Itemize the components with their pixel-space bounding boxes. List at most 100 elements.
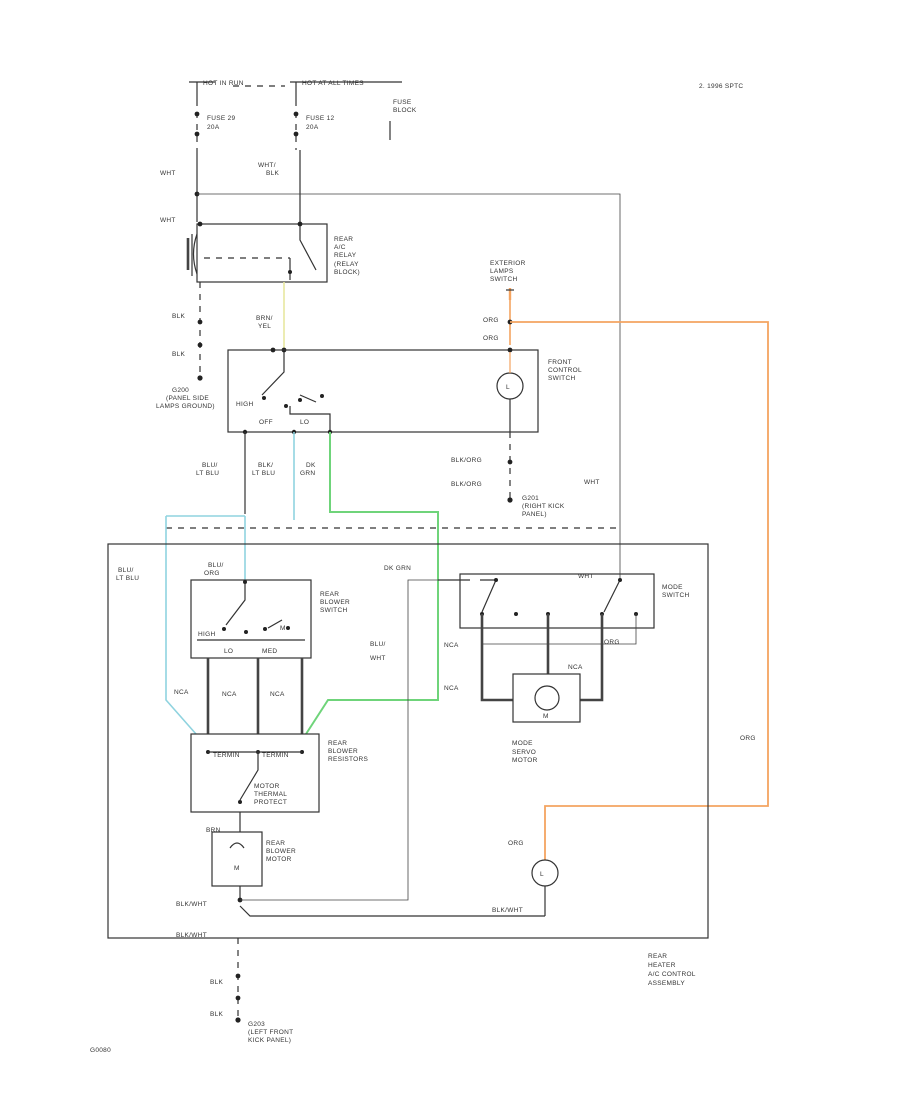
front-control-switch: HIGH OFF LO L FRONT CONTROL SWITCH xyxy=(227,347,582,433)
wire-org-in-label: ORG xyxy=(604,639,620,646)
wire-blk-wht-label-l: BLK/WHT xyxy=(176,901,207,908)
wire-wht-blk-label-1: WHT/ xyxy=(258,162,276,169)
wire-dk-grn-in-label: DK GRN xyxy=(384,565,411,572)
g203-label-2: (LEFT FRONT xyxy=(248,1029,293,1036)
ground-g200-2: (PANEL SIDE xyxy=(166,395,209,402)
wire-blk-g1-label: BLK xyxy=(210,979,224,986)
wire-blu-org-1: BLU/ xyxy=(208,562,224,569)
wire-blk-ltblu-label-2: LT BLU xyxy=(252,470,275,477)
wire-blu-wht-label-2: WHT xyxy=(370,655,386,662)
wire-nca-4 xyxy=(480,614,513,702)
mode-servo-m: M xyxy=(543,713,549,720)
fuse-12-label: FUSE 12 xyxy=(306,115,335,122)
fuse-12: FUSE 12 20A xyxy=(293,100,335,150)
rear-blower-switch: HIGH M LO MED REAR BLOWER SWITCH xyxy=(190,579,350,659)
module-label-2: HEATER xyxy=(648,962,676,969)
wire-blk-label-1: BLK xyxy=(172,313,186,320)
wire-nca-6 xyxy=(580,614,604,702)
front-switch-lamp-symbol: L xyxy=(506,384,510,391)
wire-blk-wht-label-r: BLK/WHT xyxy=(492,907,523,914)
ground-g200-1: G200 xyxy=(172,387,189,394)
g201-label-1: G201 xyxy=(522,495,539,502)
relay-label-5: BLOCK) xyxy=(334,269,360,276)
front-switch-label-3: SWITCH xyxy=(548,375,575,382)
blower-motor-label-2: BLOWER xyxy=(266,848,296,855)
resistors-label-3: RESISTORS xyxy=(328,756,369,763)
g201-label-2: (RIGHT KICK xyxy=(522,503,565,510)
wire-nca-label-4: NCA xyxy=(444,642,459,649)
g201-label-3: PANEL) xyxy=(522,511,547,518)
wire-blu-wht-run xyxy=(240,579,438,901)
thermal-label-3: PROTECT xyxy=(254,799,287,806)
wire-nca-label-6: NCA xyxy=(568,664,583,671)
relay-label-2: A/C xyxy=(334,244,346,251)
blower-motor-label-1: REAR xyxy=(266,840,285,847)
rear-blower-motor: M REAR BLOWER MOTOR xyxy=(211,831,296,887)
thermal-label-2: THERMAL xyxy=(254,791,287,798)
front-switch-label-1: FRONT xyxy=(548,359,572,366)
wire-blu-label-1: BLU/ xyxy=(202,462,218,469)
resistor-tag-2: TERMIN xyxy=(262,752,289,759)
fuse-12-rating: 20A xyxy=(306,124,319,131)
wire-dk-grn-label-1: DK xyxy=(306,462,316,469)
wire-wht-right-label: WHT xyxy=(584,479,600,486)
wire-blu-ltblu-c-2: LT BLU xyxy=(116,575,139,582)
wire-org-right-label: ORG xyxy=(740,735,756,742)
blower-switch-high: HIGH xyxy=(198,631,215,638)
wire-blu-ltblu-c-1: BLU/ xyxy=(118,567,134,574)
wire-nca-label-3: NCA xyxy=(270,691,285,698)
ground-g200-3: LAMPS GROUND) xyxy=(156,403,215,410)
front-switch-label-2: CONTROL xyxy=(548,367,582,374)
fuse-29-rating: 20A xyxy=(207,124,220,131)
resistors-label-1: REAR xyxy=(328,740,347,747)
rear-blower-resistors: TERMIN TERMIN MOTOR THERMAL PROTECT REAR… xyxy=(190,733,369,813)
wire-nca-label-2: NCA xyxy=(222,691,237,698)
g203-label-1: G203 xyxy=(248,1021,265,1028)
blower-switch-med: MED xyxy=(262,648,277,655)
exterior-switch-label-3: SWITCH xyxy=(490,276,517,283)
front-switch-high: HIGH xyxy=(236,401,253,408)
wire-ltblu-run-a xyxy=(165,516,197,735)
front-switch-lo: LO xyxy=(300,419,309,426)
relay-label-3: RELAY xyxy=(334,252,357,259)
indicator-lamp: L ORG xyxy=(508,840,559,916)
module-label-1: REAR xyxy=(648,953,667,960)
wire-blu-wht-label-1: BLU/ xyxy=(370,641,386,648)
resistor-tag-1: TERMIN xyxy=(213,752,240,759)
exterior-switch-label-1: EXTERIOR xyxy=(490,260,526,267)
hot-in-run-feed: HOT IN RUN xyxy=(189,80,244,100)
relay-label-1: REAR xyxy=(334,236,353,243)
wire-blk-org-label-2: BLK/ORG xyxy=(451,481,482,488)
wire-blk-ltblu-label-1: BLK/ xyxy=(258,462,273,469)
wire-wht-label: WHT xyxy=(160,170,176,177)
exterior-switch-label-2: LAMPS xyxy=(490,268,514,275)
rear-heater-ac-control-assembly xyxy=(107,543,709,939)
relay-wht-label: WHT xyxy=(160,217,176,224)
blower-motor-m: M xyxy=(234,865,240,872)
wire-nca-label-1: NCA xyxy=(174,689,189,696)
relay-label-4: (RELAY xyxy=(334,261,359,268)
wire-brn-label: BRN xyxy=(206,827,221,834)
rear-ac-relay: WHT REAR A/C RELAY (RELAY BLOCK) xyxy=(160,217,360,283)
wire-nca-label-5: NCA xyxy=(444,685,459,692)
wire-blk-org-label-1: BLK/ORG xyxy=(451,457,482,464)
wire-dk-grn xyxy=(305,432,439,735)
mode-switch-label-2: SWITCH xyxy=(662,592,689,599)
mode-switch: DK GRN WHT MODE SWITCH xyxy=(384,565,689,629)
mode-servo-label-2: SERVO xyxy=(512,749,536,756)
fuse-block-label-2: BLOCK xyxy=(393,107,417,114)
hot-in-run-label: HOT IN RUN xyxy=(203,80,244,87)
exterior-lamps-switch: EXTERIOR LAMPS SWITCH xyxy=(490,260,526,300)
wire-blk-label-2: BLK xyxy=(172,351,186,358)
g203-label-3: KICK PANEL) xyxy=(248,1037,291,1044)
fuse-29: FUSE 29 20A xyxy=(194,100,235,150)
wire-wht-in-label: WHT xyxy=(578,573,594,580)
diagram-ref-code: G0080 xyxy=(90,1047,111,1054)
hot-at-all-times-label: HOT AT ALL TIMES xyxy=(302,80,364,87)
wire-dk-grn-label-2: GRN xyxy=(300,470,315,477)
thermal-label-1: MOTOR xyxy=(254,783,280,790)
wire-blu-label-2: LT BLU xyxy=(196,470,219,477)
indicator-lamp-symbol: L xyxy=(540,871,544,878)
wire-brn-yel-label-1: BRN/ xyxy=(256,315,273,322)
